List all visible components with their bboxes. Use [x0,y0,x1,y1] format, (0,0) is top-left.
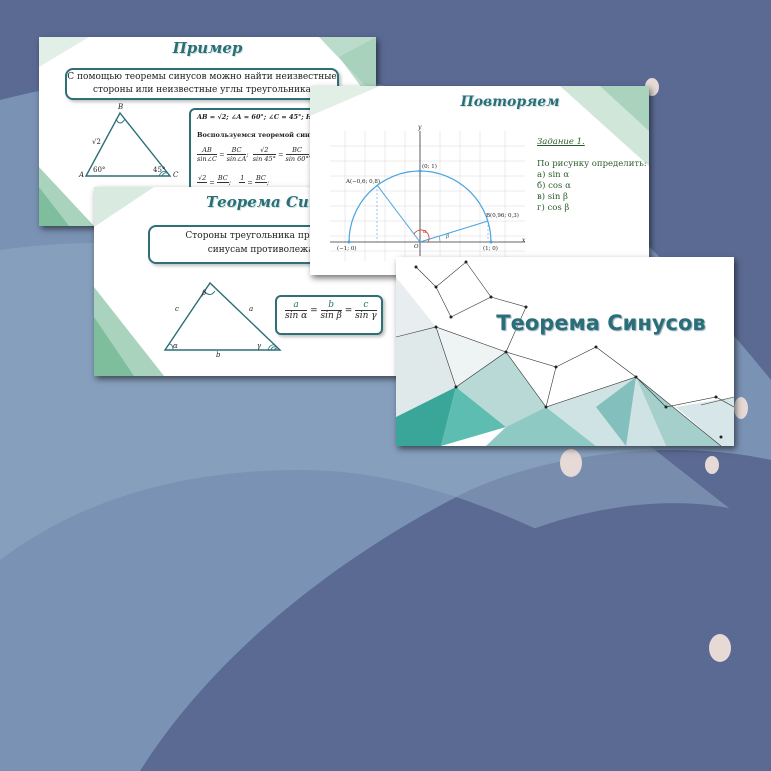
slide-title: Повторяем [460,94,560,110]
vertex-b-label: B [118,103,124,111]
formula-c-num: c [355,300,377,311]
vertex-a-label: A [79,171,85,179]
point-left-label: (−1; 0) [337,246,357,252]
formula-b-num: b [320,300,342,311]
axis-x-label: x [522,237,526,244]
task-title: Задание 1. [537,137,585,147]
angle-gamma-label: γ [257,342,262,350]
statement-line-1: Стороны треугольника пропорциональны [185,231,385,241]
angle-beta-label: β [446,234,450,240]
angle-alpha-label: α [423,229,427,235]
task-item: в) sin β [537,192,568,202]
point-top-label: (0; 1) [422,164,437,170]
formula-b-den: sin β [320,311,342,321]
angle-c-label: 45° [153,166,166,174]
slide-repeat[interactable]: Повторяем y x O (0; 1) A(−0,6; 0,8) B(0,… [310,86,649,275]
cover-title: Теорема Синусов [496,311,706,335]
statement-box: С помощью теоремы синусов можно найти не… [65,68,339,100]
point-b-label: B(0,96; 0,3) [486,213,519,219]
triangle-figure [163,281,282,351]
task-item: б) cos α [537,181,571,191]
polygon-decoration [396,257,734,446]
origin-label: O [414,244,419,250]
formula-c-den: sin γ [355,311,377,321]
slide-title: Пример [172,39,243,57]
side-a-label: a [249,305,254,313]
angle-beta-label: β [202,289,207,297]
task-item: а) sin α [537,170,570,180]
given-text: AB = √2; ∠A = 60°; ∠C = 45°; Найти [197,113,333,121]
point-right-label: (1; 0) [483,246,498,252]
task-item: г) cos β [537,203,570,213]
slide-cover[interactable]: Теорема Синусов [396,257,734,446]
use-theorem-text: Воспользуемся теоремой синусов: [197,131,330,139]
angle-alpha-label: α [173,342,178,350]
formula-a-num: a [285,300,308,311]
slide-decoration [310,86,649,166]
unit-circle-figure [330,131,525,261]
axis-y-label: y [418,124,422,131]
slide-theorem-definition[interactable]: Теорема Синусов Стороны треугольника про… [94,187,427,376]
triangle-figure [84,111,172,177]
task-intro: По рисунку определить: [537,159,647,169]
point-a-label: A(−0,6; 0,8) [346,179,380,185]
statement-text: С помощью теоремы синусов можно найти не… [67,72,337,95]
statement-line-2: синусам противолежащих углов [207,245,363,255]
angle-a-label: 60° [93,166,106,174]
formula-a-den: sin α [285,311,308,321]
side-ab-label: √2 [92,138,101,146]
vertex-c-label: C [173,171,179,179]
proportion-row-2: √2 = BC ; 1 = BC ; [197,174,270,187]
side-b-label: b [216,351,221,359]
side-c-label: c [175,305,179,313]
